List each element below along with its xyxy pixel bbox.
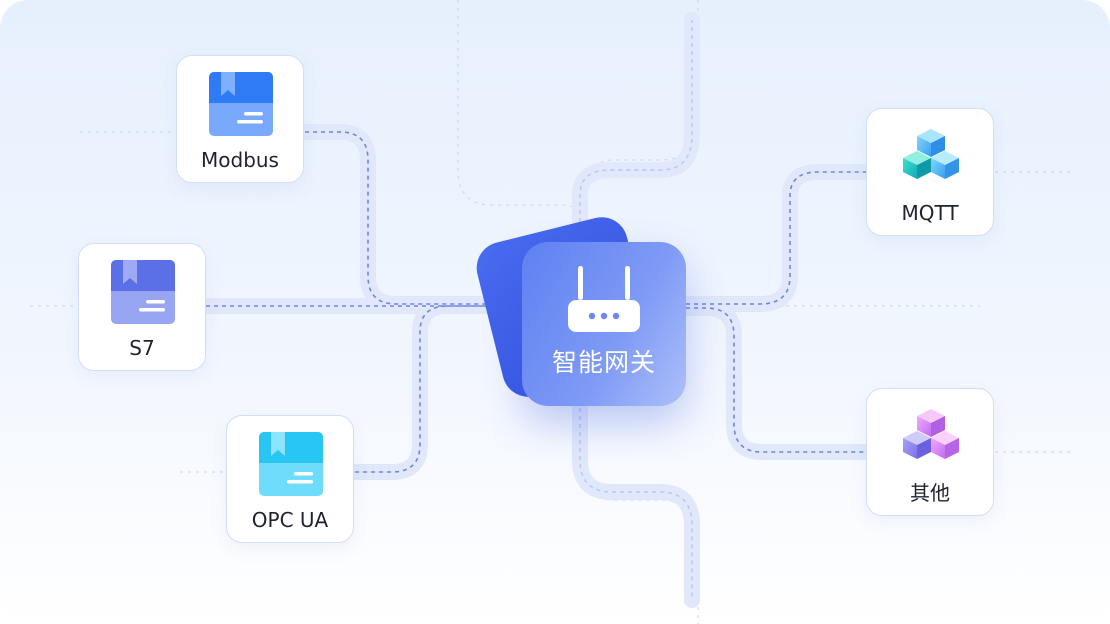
wire-other: [686, 307, 866, 453]
wire-mqtt: [686, 171, 866, 305]
cubes-icon: [903, 409, 959, 459]
cubes-icon: [903, 129, 959, 179]
gateway-hub[interactable]: 智能网关: [522, 242, 686, 406]
protocol-label-opcua: OPC UA: [251, 508, 329, 532]
wire-dashed-light: [579, 20, 693, 600]
wire-opcua: [355, 305, 500, 473]
protocol-card-opcua[interactable]: OPC UA: [226, 415, 354, 543]
protocol-label-modbus: Modbus: [201, 148, 279, 172]
folder-icon: [111, 260, 175, 324]
folder-icon: [209, 72, 273, 136]
protocol-card-other[interactable]: 其他: [866, 388, 994, 516]
gateway-label: 智能网关: [551, 348, 656, 377]
wire-modbus: [305, 131, 500, 305]
protocol-card-s7[interactable]: S7: [78, 243, 206, 371]
protocol-label-other: 其他: [910, 481, 950, 505]
folder-icon: [259, 432, 323, 496]
protocol-card-mqtt[interactable]: MQTT: [866, 108, 994, 236]
router-icon: [568, 266, 640, 332]
wire-dashed: [206, 131, 866, 473]
protocol-card-modbus[interactable]: Modbus: [176, 55, 304, 183]
protocol-label-mqtt: MQTT: [901, 201, 959, 225]
protocol-label-s7: S7: [129, 336, 155, 360]
